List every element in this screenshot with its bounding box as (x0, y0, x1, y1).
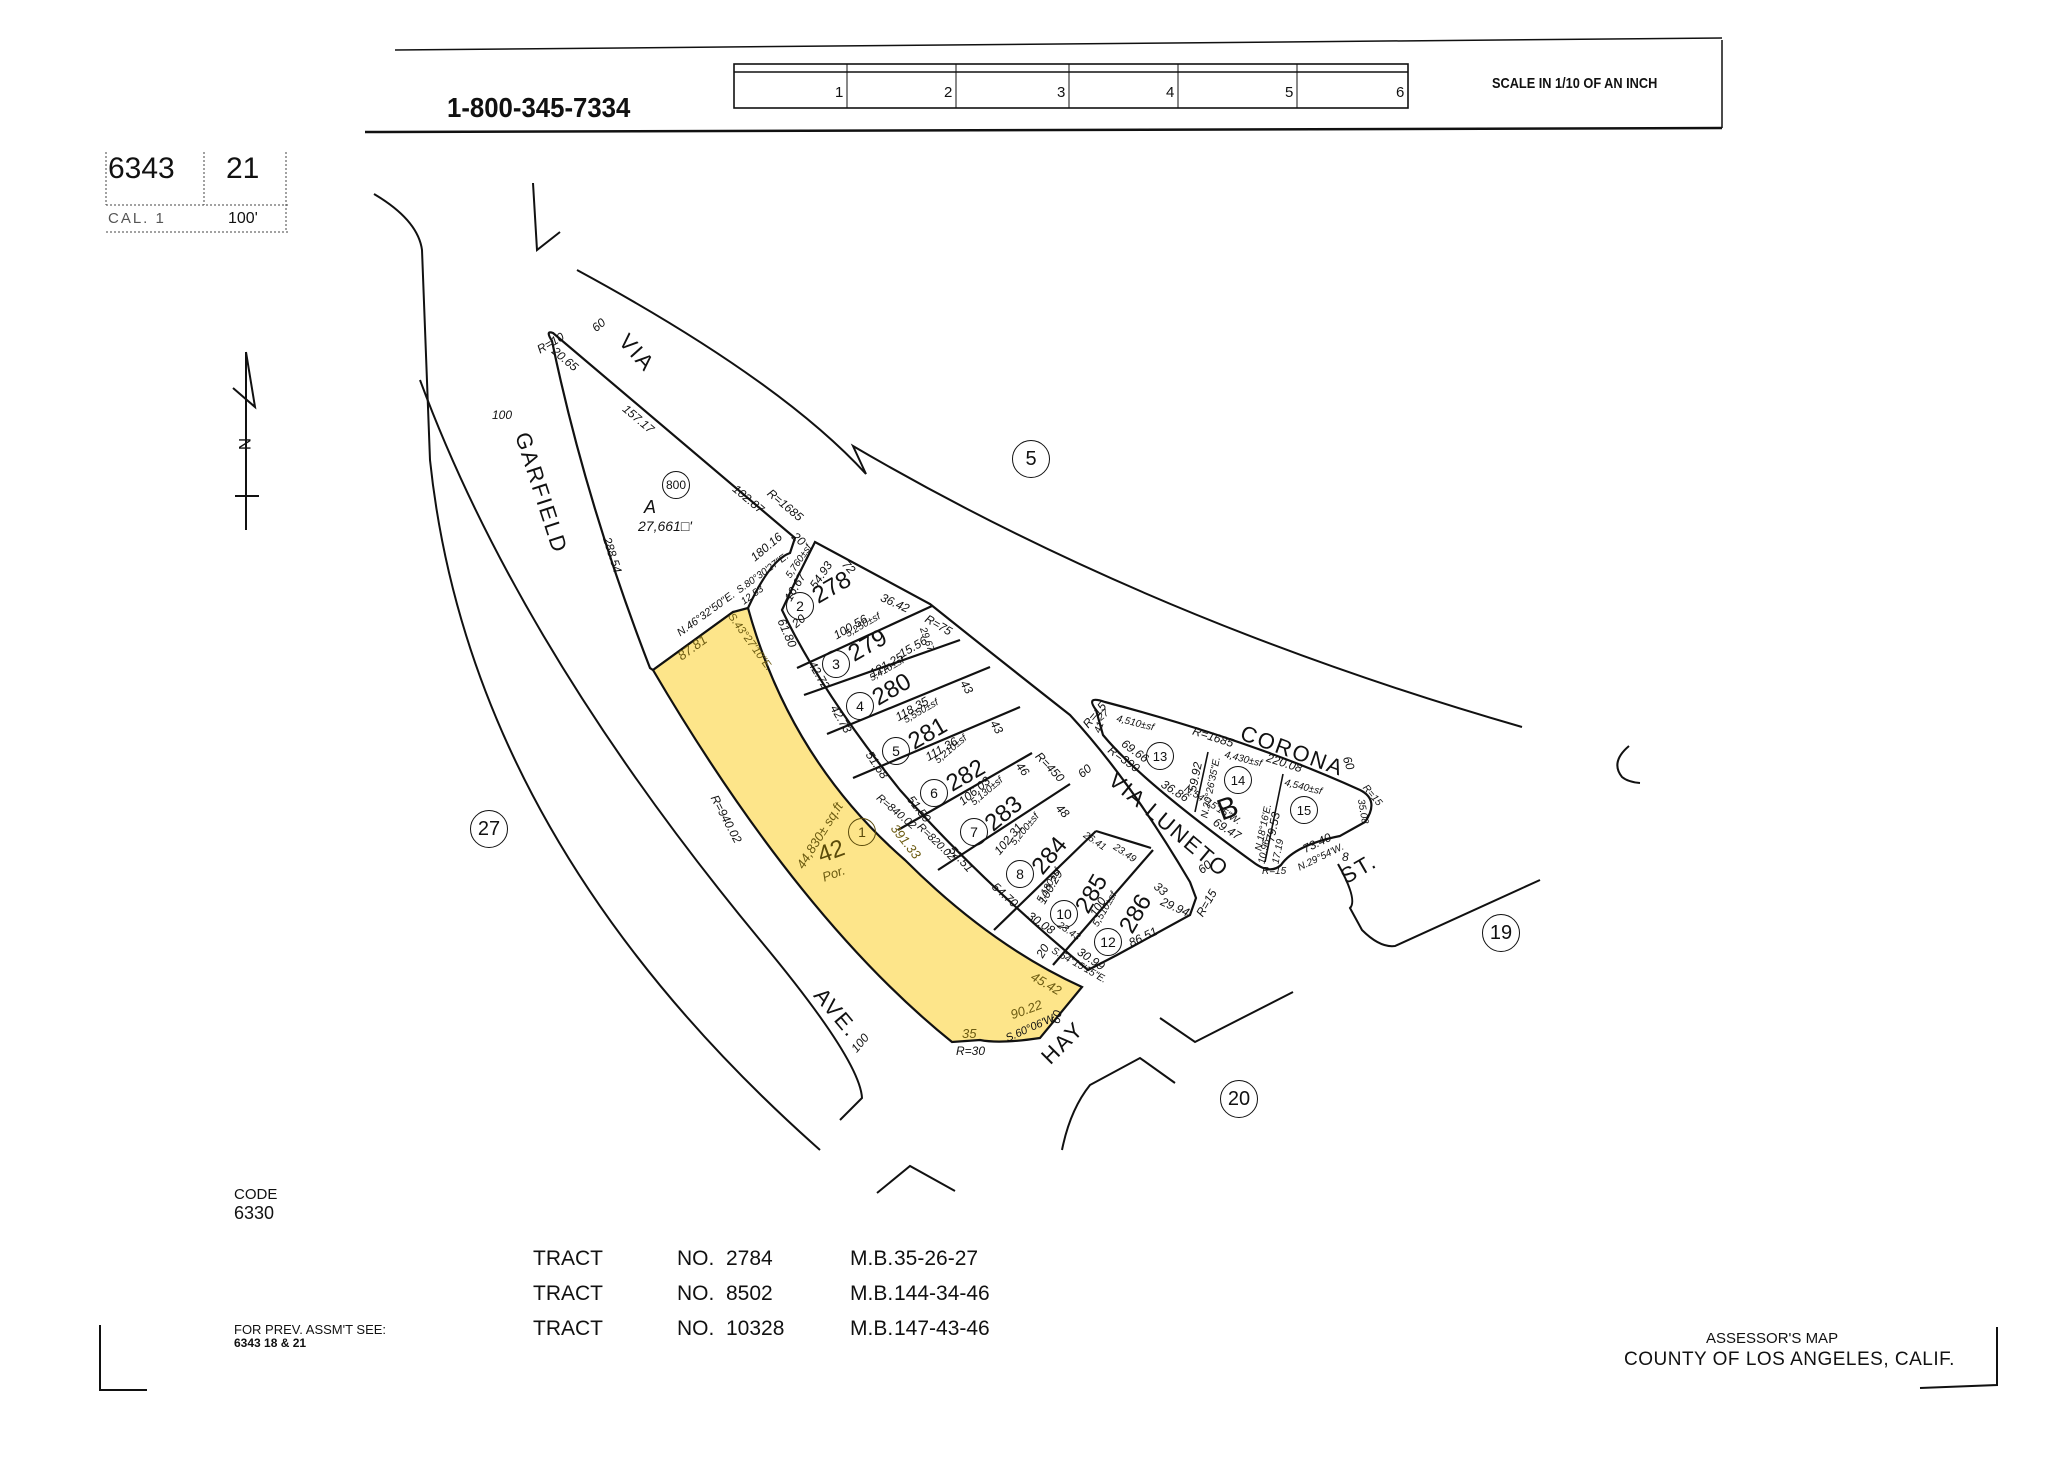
ruler-tick-4: 4 (1166, 84, 1175, 101)
county-label: COUNTY OF LOS ANGELES, CALIF. (1624, 1349, 1955, 1370)
tract-row: TRACT NO. 10328 M.B.147-43-46 (533, 1317, 990, 1341)
lot-circle-8: 8 (1006, 860, 1034, 888)
map-book-number: 6343 (108, 152, 175, 185)
map-book-label: M.B. (850, 1247, 894, 1270)
north-arrow-icon (232, 351, 259, 530)
map-book-label: M.B. (850, 1282, 894, 1305)
code-value: 6330 (234, 1203, 275, 1223)
map-book-ref: 147-43-46 (894, 1317, 990, 1340)
north-label: N (235, 437, 255, 451)
corner-marks (99, 1325, 1998, 1391)
lot-circle-4: 4 (846, 692, 874, 720)
lot-circle-3: 3 (822, 650, 850, 678)
block-number-5: 5 (1012, 440, 1050, 478)
tract-no-label: NO. (677, 1247, 715, 1270)
street-garfield-width: 100 (492, 408, 513, 422)
lot-circle-6: 6 (920, 779, 948, 807)
ruler-tick-1: 1 (835, 84, 844, 101)
dim-35: 35 (962, 1026, 977, 1041)
tract-no-label: NO. (677, 1317, 715, 1340)
block-number-27: 27 (470, 810, 508, 848)
lot-circle-2: 2 (786, 592, 814, 620)
map-book-ref: 144-34-46 (894, 1282, 990, 1305)
ruler-tick-6: 6 (1396, 84, 1405, 101)
highlighted-parcel-number: 1 (848, 818, 876, 846)
phone-number: 1-800-345-7334 (447, 92, 631, 123)
scale-ruler (733, 63, 1409, 109)
ruler-tick-3: 3 (1057, 84, 1066, 101)
map-revision: 100' (228, 210, 258, 227)
lot-circle-5: 5 (882, 737, 910, 765)
block-number-20: 20 (1220, 1080, 1258, 1118)
tract-number: 8502 (726, 1282, 773, 1305)
map-book-ref: 35-26-27 (894, 1247, 979, 1270)
block-number-19: 19 (1482, 914, 1520, 952)
tract-label: TRACT (533, 1317, 603, 1340)
dim-b-r15b: R=15 (1262, 866, 1287, 877)
map-cal-label: CAL. 1 (108, 210, 166, 227)
tract-label: TRACT (533, 1282, 603, 1305)
block-b-lot-15: 15 (1290, 796, 1318, 824)
header-frame (364, 37, 1723, 134)
parcel-a-area: 27,661□' (638, 518, 692, 534)
prev-assessment-label: FOR PREV. ASSM'T SEE: (234, 1322, 387, 1337)
ruler-tick-2: 2 (944, 84, 953, 101)
lot-circle-10: 10 (1050, 900, 1078, 928)
tract-label: TRACT (533, 1247, 603, 1270)
ruler-tick-5: 5 (1285, 84, 1294, 101)
map-id-box: 6343 21 CAL. 1 100' (104, 152, 288, 232)
block-b-lot-13: 13 (1146, 742, 1174, 770)
tract-no-label: NO. (677, 1282, 715, 1305)
parcel-a-letter: A (644, 497, 657, 517)
tract-row: TRACT NO. 2784 M.B.35-26-27 (533, 1247, 978, 1271)
code-label: CODE (234, 1186, 278, 1203)
lot-circle-12: 12 (1094, 928, 1122, 956)
parcel-a-number: 800 (662, 471, 690, 499)
corona-st-lines (1337, 745, 1641, 948)
map-id-frame (105, 152, 288, 233)
prev-assessment-value: 6343 18 & 21 (234, 1336, 307, 1350)
map-page-number: 21 (226, 152, 260, 185)
hay-street-lines (876, 991, 1294, 1194)
scale-label: SCALE IN 1/10 OF AN INCH (1492, 75, 1658, 92)
via-street-lines (532, 182, 1523, 728)
assessor-map-label: ASSESSOR'S MAP (1706, 1330, 1839, 1347)
lots-block-outline (780, 540, 1198, 972)
garfield-ave-lines (373, 193, 864, 1151)
block-b-lot-14: 14 (1224, 766, 1252, 794)
tract-number: 2784 (726, 1247, 773, 1270)
dim-r30: R=30 (956, 1044, 986, 1058)
map-book-label: M.B. (850, 1317, 894, 1340)
tract-row: TRACT NO. 8502 M.B.144-34-46 (533, 1282, 990, 1306)
block-b-lot-lines (1194, 751, 1284, 863)
dim-b-8: 8 (1342, 850, 1349, 864)
lot-circle-7: 7 (960, 818, 988, 846)
tract-number: 10328 (726, 1317, 785, 1340)
block-b-outline (1091, 698, 1373, 871)
